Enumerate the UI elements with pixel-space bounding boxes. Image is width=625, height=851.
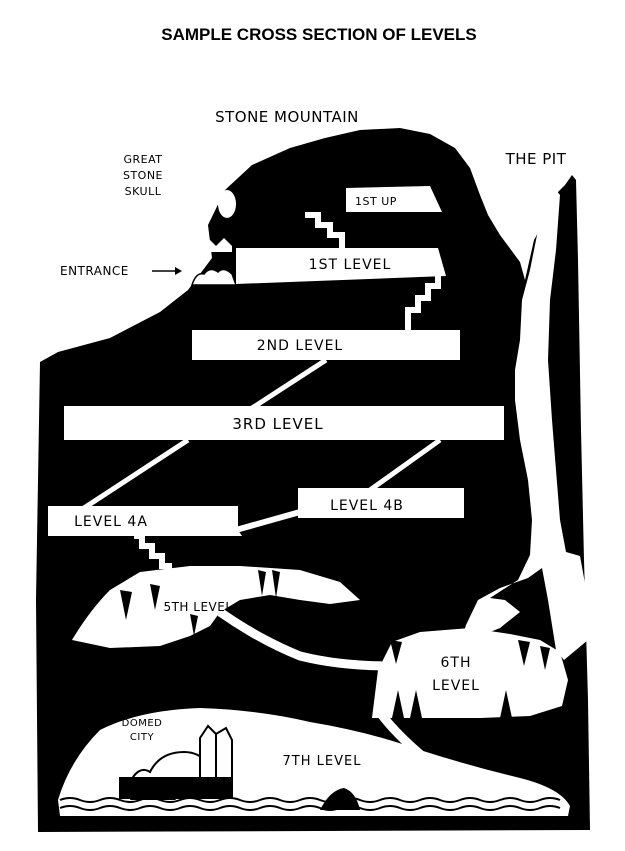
skull-label-line3: SKULL xyxy=(125,185,162,198)
level-6-label-line1: 6TH xyxy=(441,655,472,671)
entrance-steps xyxy=(190,268,238,286)
level-4b-label: LEVEL 4B xyxy=(330,498,404,514)
the-pit-shaft xyxy=(458,180,588,660)
level-1up-label: 1ST UP xyxy=(355,195,397,208)
level-1up-passage xyxy=(346,186,442,212)
diagram-title: SAMPLE CROSS SECTION OF LEVELS xyxy=(161,25,476,44)
great-stone-skull xyxy=(200,190,236,252)
tunnel-5-to-6 xyxy=(217,608,391,671)
rock-island xyxy=(320,788,360,810)
level-6-stalactites xyxy=(390,640,550,718)
skull-teeth-icon xyxy=(200,238,232,252)
city-label-line2: CITY xyxy=(130,732,155,743)
level-4b-passage xyxy=(298,488,464,518)
level-3-passage xyxy=(64,406,504,440)
city-label-line1: DOMED xyxy=(122,718,163,729)
stairs-1-to-2 xyxy=(405,276,441,332)
level-7-label: 7TH LEVEL xyxy=(283,754,362,769)
stairs-4a-to-5 xyxy=(134,533,172,569)
level-5-label: 5TH LEVEL xyxy=(163,600,232,614)
level-5-cavern xyxy=(72,566,360,648)
domed-city xyxy=(119,724,233,799)
connector-4b-to-4a xyxy=(235,509,301,533)
level-2-passage xyxy=(192,330,460,360)
skull-label-line2: STONE xyxy=(123,169,163,182)
the-pit-label: THE PIT xyxy=(505,150,567,168)
level-1-passage xyxy=(236,248,446,284)
level-4a-label: LEVEL 4A xyxy=(74,514,148,530)
level-4a-passage xyxy=(48,506,242,536)
level-1-label: 1ST LEVEL xyxy=(309,257,392,273)
stone-mountain-label: STONE MOUNTAIN xyxy=(215,108,359,126)
level-3-label: 3RD LEVEL xyxy=(232,415,323,433)
skull-eye-icon xyxy=(218,190,236,218)
level-5-stalactites xyxy=(120,570,280,636)
level-2-label: 2ND LEVEL xyxy=(257,338,343,354)
stairs-1up-to-1 xyxy=(305,212,345,248)
skull-label-line1: GREAT xyxy=(123,153,162,166)
ramp-2-to-3 xyxy=(244,357,328,415)
ramp-3-to-4a xyxy=(82,437,190,511)
rock-island-left xyxy=(130,790,176,800)
entrance-label: ENTRANCE xyxy=(60,264,129,278)
ramp-3-to-4b xyxy=(368,437,442,493)
entrance-arrow-icon xyxy=(152,267,182,275)
level-6-label-line2: LEVEL xyxy=(432,678,480,694)
level-6-cavern xyxy=(372,628,568,718)
